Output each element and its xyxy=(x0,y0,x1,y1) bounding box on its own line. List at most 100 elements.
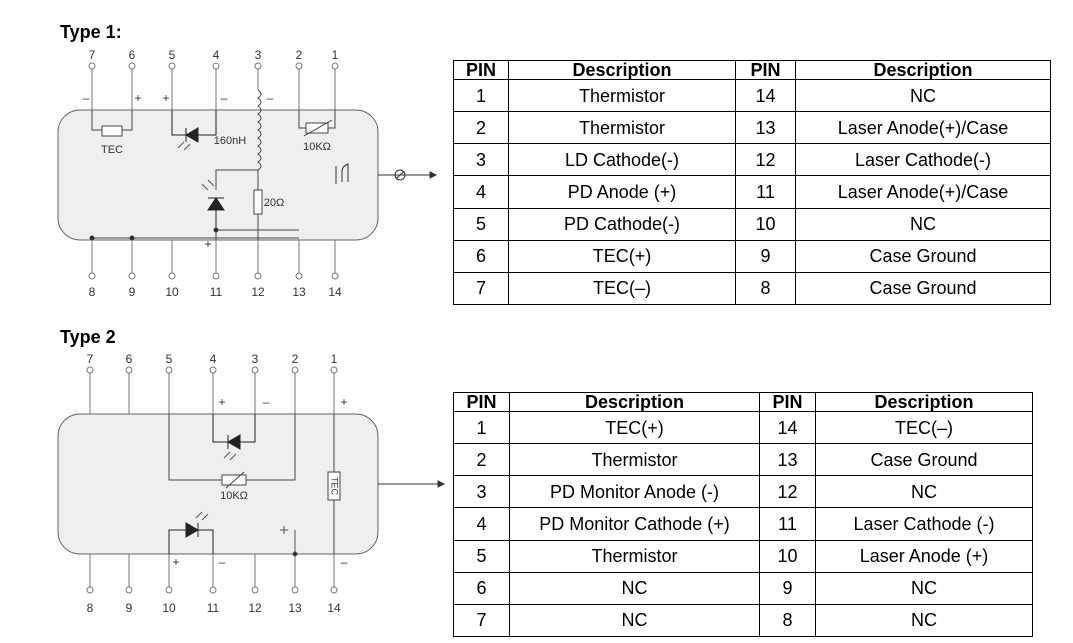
pin-cell: 7 xyxy=(453,271,509,306)
description-cell: Case Ground xyxy=(815,443,1033,477)
table-row: 4 PD Monitor Cathode (+) 11 Laser Cathod… xyxy=(453,507,1033,541)
minus-sign: – xyxy=(267,91,274,105)
type1-schematic: 7 6 5 4 3 2 1 8 9 10 11 12 13 14 TEC – +… xyxy=(57,48,438,299)
description-cell: NC xyxy=(509,571,760,605)
description-cell: Laser Anode (+) xyxy=(815,539,1033,573)
table-row: 4 PD Anode (+) 11 Laser Anode(+)/Case xyxy=(453,175,1051,209)
minus-sign: – xyxy=(221,91,228,105)
photodiode-symbol xyxy=(212,414,256,461)
description-cell: NC xyxy=(795,207,1051,241)
table-header-row: PIN Description PIN Description xyxy=(453,60,1051,80)
pin-cell: 1 xyxy=(453,410,510,445)
tec-element xyxy=(91,110,133,137)
column-header: PIN xyxy=(735,60,796,80)
pin-number: 3 xyxy=(255,48,262,62)
inductor-coil xyxy=(215,89,262,190)
minus-sign: – xyxy=(83,91,90,105)
tec-label: TEC xyxy=(330,477,340,496)
laser-diode-symbol xyxy=(168,511,214,554)
minus-sign: – xyxy=(263,395,270,409)
pin-cell: 3 xyxy=(453,475,510,509)
pin-cell: 9 xyxy=(735,239,796,273)
pin-number: 9 xyxy=(126,601,133,615)
pin-cell: 6 xyxy=(453,571,510,605)
case-ground-symbol xyxy=(335,163,349,184)
pin-cell: 14 xyxy=(735,78,796,113)
pin-cell: 13 xyxy=(759,443,816,477)
table-row: 6 TEC(+) 9 Case Ground xyxy=(453,239,1051,273)
pin-number: 9 xyxy=(129,285,136,299)
plus-sign: + xyxy=(162,91,169,105)
description-cell: Thermistor xyxy=(508,78,736,113)
description-cell: Laser Anode(+)/Case xyxy=(795,175,1051,209)
laser-diode-symbol xyxy=(201,179,225,230)
type2-schematic: 7 6 5 4 3 2 1 8 9 10 11 12 13 14 + – 10K… xyxy=(57,352,446,615)
table-row: 1 TEC(+) 14 TEC(–) xyxy=(453,410,1033,445)
pin-number: 1 xyxy=(332,48,339,62)
table-row: 2 Thermistor 13 Case Ground xyxy=(453,443,1033,477)
pin-cell: 10 xyxy=(759,539,816,573)
pin-cell: 5 xyxy=(453,207,509,241)
description-cell: NC xyxy=(509,603,760,638)
pin-number: 7 xyxy=(89,48,96,62)
tec-label: TEC xyxy=(101,144,123,156)
thermistor-symbol xyxy=(168,414,296,489)
plus-sign: + xyxy=(172,555,179,569)
output-arrow xyxy=(378,169,438,181)
pin-number: 14 xyxy=(328,285,342,299)
description-cell: TEC(–) xyxy=(508,271,736,306)
thermistor-symbol xyxy=(298,110,336,137)
type1-pin-table: PIN Description PIN Description 1 Thermi… xyxy=(453,60,1051,306)
top-pin-leads xyxy=(86,366,338,414)
column-header: PIN xyxy=(453,392,510,412)
description-cell: Thermistor xyxy=(509,539,760,573)
table-row: 6 NC 9 NC xyxy=(453,571,1033,605)
pin-cell: 7 xyxy=(453,603,510,638)
description-cell: NC xyxy=(815,571,1033,605)
description-cell: TEC(–) xyxy=(815,410,1033,445)
pin-cell: 2 xyxy=(453,111,509,145)
type2-heading: Type 2 xyxy=(60,327,116,347)
minus-sign: – xyxy=(341,555,348,569)
pin-cell: 8 xyxy=(735,271,796,306)
pin-number: 14 xyxy=(327,601,341,615)
pin-cell: 12 xyxy=(759,475,816,509)
pin-number: 10 xyxy=(162,601,176,615)
thermistor-label: 10KΩ xyxy=(303,141,331,153)
pin-cell: 10 xyxy=(735,207,796,241)
table-row: 7 TEC(–) 8 Case Ground xyxy=(453,271,1051,306)
plus-sign: + xyxy=(340,395,347,409)
pin-cell: 5 xyxy=(453,539,510,573)
description-cell: Laser Cathode(-) xyxy=(795,143,1051,177)
table-header-row: PIN Description PIN Description xyxy=(453,392,1033,412)
top-pin-leads xyxy=(88,62,339,110)
pin-number: 13 xyxy=(288,601,302,615)
description-cell: Case Ground xyxy=(795,271,1051,306)
pin-cell: 4 xyxy=(453,175,509,209)
description-cell: NC xyxy=(815,603,1033,638)
bottom-pin-leads xyxy=(88,240,339,280)
pin-cell: 3 xyxy=(453,143,509,177)
table-row: 3 PD Monitor Anode (-) 12 NC xyxy=(453,475,1033,509)
pin-number: 2 xyxy=(292,352,299,366)
description-cell: Thermistor xyxy=(509,443,760,477)
photodiode-symbol xyxy=(171,110,217,151)
pin-number: 13 xyxy=(292,285,306,299)
pin-number: 6 xyxy=(129,48,136,62)
column-header: Description xyxy=(795,60,1051,80)
pin-number: 6 xyxy=(126,352,133,366)
column-header: Description xyxy=(815,392,1033,412)
column-header: PIN xyxy=(759,392,816,412)
description-cell: PD Anode (+) xyxy=(508,175,736,209)
description-cell: LD Cathode(-) xyxy=(508,143,736,177)
pin-cell: 12 xyxy=(735,143,796,177)
pin-number: 12 xyxy=(248,601,262,615)
description-cell: Thermistor xyxy=(508,111,736,145)
plus-sign: + xyxy=(218,395,225,409)
pin-cell: 14 xyxy=(759,410,816,445)
pin-cell: 1 xyxy=(453,78,509,113)
pin-number: 10 xyxy=(165,285,179,299)
resistor-20ohm xyxy=(253,170,263,240)
pin-number: 8 xyxy=(87,601,94,615)
table-row: 5 PD Cathode(-) 10 NC xyxy=(453,207,1051,241)
